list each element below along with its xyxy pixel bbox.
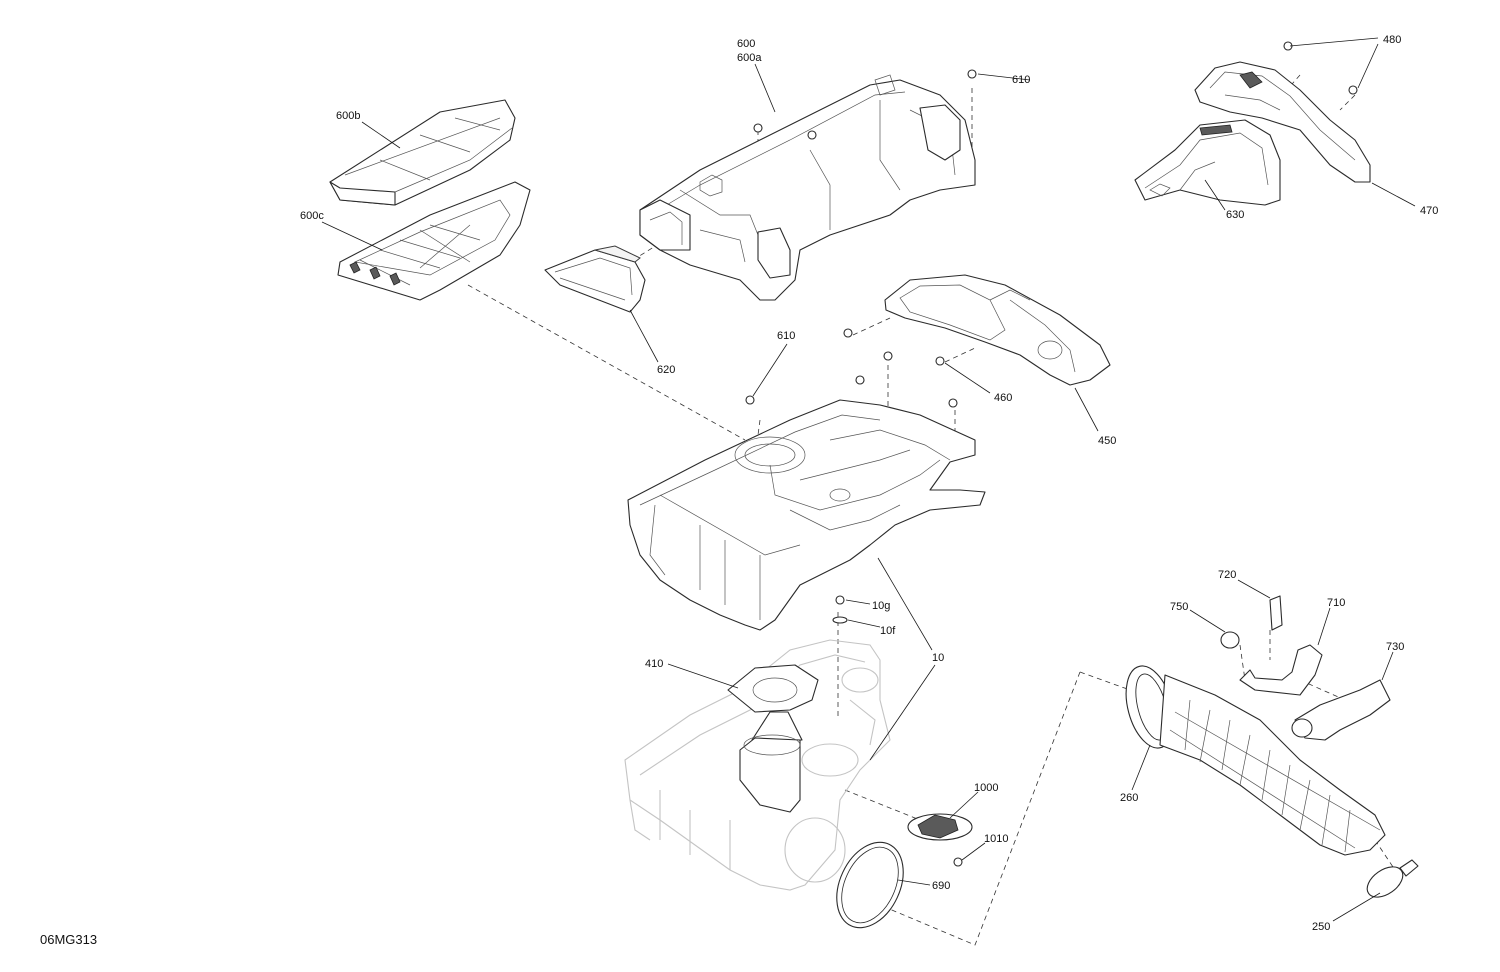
callout-600c: 600c: [300, 210, 324, 222]
callout-480: 480: [1383, 34, 1401, 46]
callout-450: 450: [1098, 435, 1116, 447]
callout-410: 410: [645, 658, 663, 670]
part-250-end-clamp: [1366, 859, 1419, 898]
callout-710: 710: [1327, 597, 1345, 609]
callout-730: 730: [1386, 641, 1404, 653]
callout-690: 690: [932, 880, 950, 892]
part-260-intake-tube: [1125, 665, 1386, 856]
part-470-side-cover: [1194, 61, 1371, 183]
callout-750: 750: [1170, 601, 1188, 613]
part-450-side-panel: [884, 274, 1111, 386]
callout-600a: 600a: [737, 52, 762, 64]
part-600b-filter-cover: [329, 99, 516, 206]
part-600c-filter-frame: [337, 181, 531, 301]
callout-630: 630: [1226, 209, 1244, 221]
callout-labels: 600 600a 610 480 600b 470 630 600c 620 6…: [40, 34, 1438, 947]
callout-620: 620: [657, 364, 675, 376]
hardware-screws: [745, 41, 1358, 867]
callout-470: 470: [1420, 205, 1438, 217]
callout-610-mid: 610: [777, 330, 795, 342]
part-690-clamp: [836, 841, 904, 929]
callout-600: 600: [737, 38, 755, 50]
part-10-airbox-upper: [627, 399, 986, 631]
callout-10f: 10f: [880, 625, 896, 637]
callout-250: 250: [1312, 921, 1330, 933]
part-1000-cap: [907, 813, 973, 841]
callout-610-top: 610: [1012, 74, 1030, 86]
part-600-upper-housing: [639, 74, 976, 301]
callout-720: 720: [1218, 569, 1236, 581]
part-620-intake-adaptor: [544, 245, 646, 313]
part-710-hose: [1239, 644, 1323, 696]
figure-id: 06MG313: [40, 932, 97, 947]
callout-10: 10: [932, 652, 944, 664]
leader-lines: [321, 37, 1416, 922]
callout-260: 260: [1120, 792, 1138, 804]
part-630-duct-panel: [1134, 119, 1281, 206]
part-410-funnel: [727, 664, 819, 813]
part-730-elbow: [1291, 679, 1391, 741]
callout-1000: 1000: [974, 782, 998, 794]
callout-10g: 10g: [872, 600, 890, 612]
callout-600b: 600b: [336, 110, 360, 122]
callout-1010: 1010: [984, 833, 1008, 845]
callout-460: 460: [994, 392, 1012, 404]
